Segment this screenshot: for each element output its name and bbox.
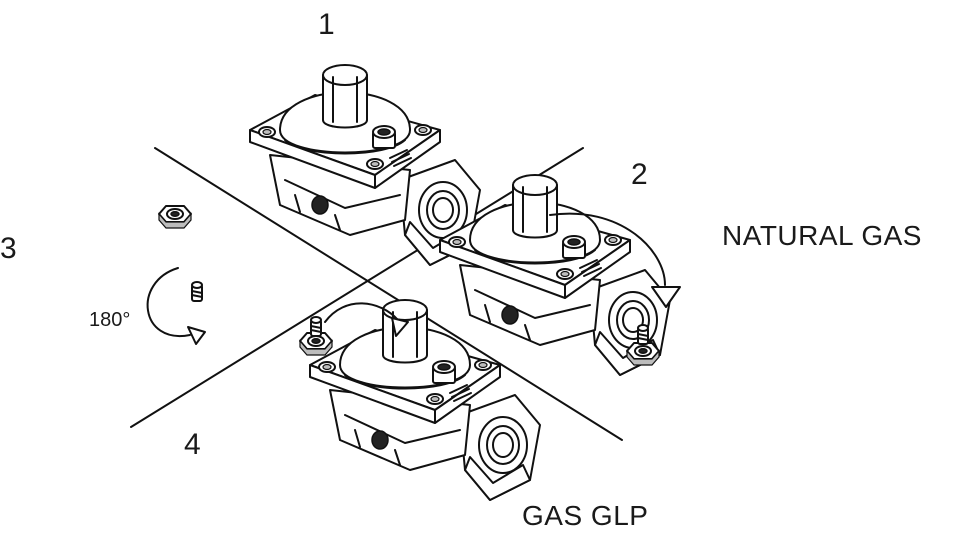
insert-pin-step-3 — [191, 281, 203, 302]
rotation-arrow — [146, 267, 191, 338]
divider-line-1 — [154, 147, 623, 441]
rotation-angle-label: 180° — [89, 309, 131, 331]
pin-step-2 — [637, 324, 649, 345]
transfer-arrowhead-step-4 — [391, 317, 409, 337]
step-number-4: 4 — [184, 428, 201, 461]
step-number-1: 1 — [318, 8, 335, 41]
gas-glp-label: GAS GLP — [522, 500, 649, 531]
step-number-2: 2 — [631, 158, 648, 191]
step-number-3: 3 — [0, 232, 17, 265]
removal-arrow-step-2 — [549, 212, 666, 286]
rotation-arrowhead — [187, 326, 206, 345]
transfer-arrow-step-4 — [324, 302, 399, 323]
regulator-step-1 — [249, 64, 481, 266]
removal-arrowhead-step-2 — [651, 286, 681, 308]
divider-line-2 — [130, 147, 584, 428]
nut-step-2 — [626, 342, 660, 366]
natural-gas-label: NATURAL GAS — [722, 220, 922, 251]
pin-step-4 — [310, 316, 322, 337]
cap-nut-step-3 — [158, 205, 192, 229]
